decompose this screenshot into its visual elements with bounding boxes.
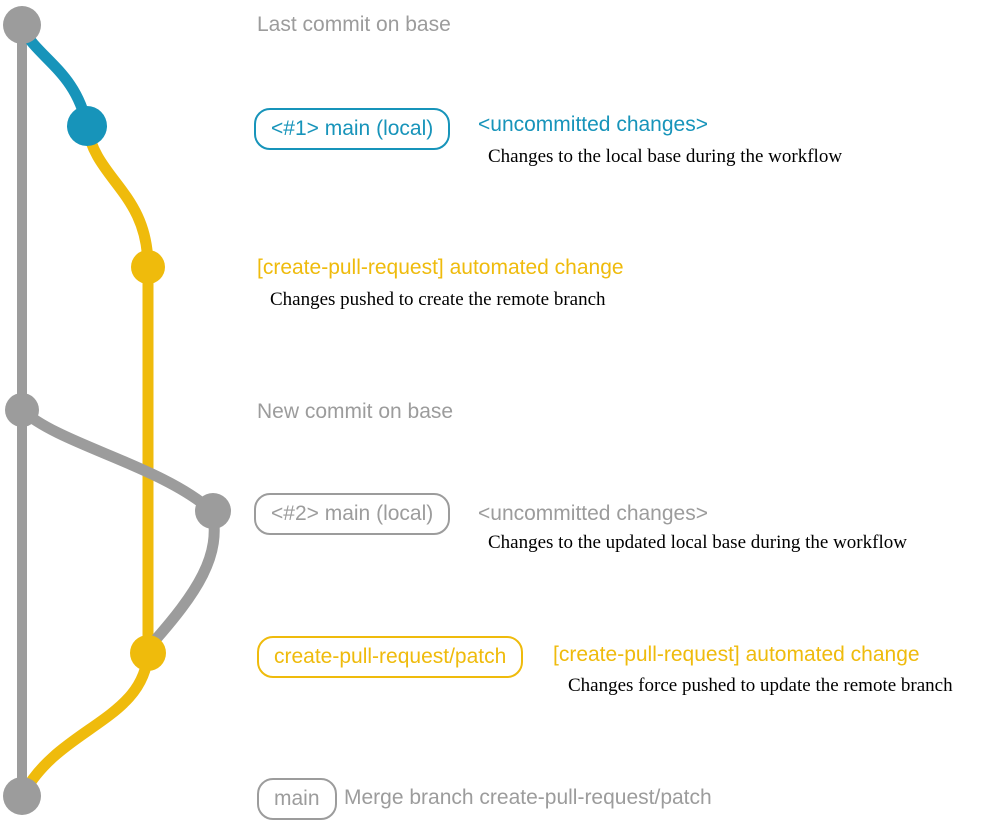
last-commit-label: Last commit on base — [257, 13, 451, 36]
automated-change-label-1: [create-pull-request] automated change — [257, 256, 624, 279]
branch-badge-main-local-2: <#2> main (local) — [254, 493, 451, 535]
note-local-base-changes: Changes to the local base during the wor… — [488, 146, 843, 167]
pr-branch-line — [81, 120, 154, 658]
commit-dot-pr-update — [130, 635, 166, 671]
uncommitted-changes-label-2: <uncommitted changes> — [478, 502, 708, 525]
commit-dot-merge — [3, 777, 41, 815]
merge-commit-label: Merge branch create-pull-request/patch — [344, 786, 712, 809]
branch-badge-main: main — [257, 778, 337, 820]
commit-dot-pr-create — [131, 250, 165, 284]
branch-badge-main-local-1: <#1> main (local) — [254, 108, 451, 150]
new-commit-label: New commit on base — [257, 400, 454, 423]
uncommitted-changes-label-1: <uncommitted changes> — [478, 113, 708, 136]
commit-dot-new-base — [5, 393, 39, 427]
commit-dot-local-main-1 — [67, 106, 107, 146]
automated-change-label-2: [create-pull-request] automated change — [553, 643, 920, 666]
note-force-pushed-update: Changes force pushed to update the remot… — [568, 675, 953, 696]
note-updated-local-base-changes: Changes to the updated local base during… — [488, 532, 907, 553]
commit-graph — [3, 6, 231, 815]
branch-badge-create-pull-request-patch: create-pull-request/patch — [257, 636, 524, 678]
commit-dot-last-base — [3, 6, 41, 44]
merge-branch-line — [18, 646, 154, 799]
rebase-branch-line — [16, 404, 220, 652]
commit-dot-local-main-2 — [195, 493, 231, 529]
note-pushed-create: Changes pushed to create the remote bran… — [270, 289, 606, 310]
